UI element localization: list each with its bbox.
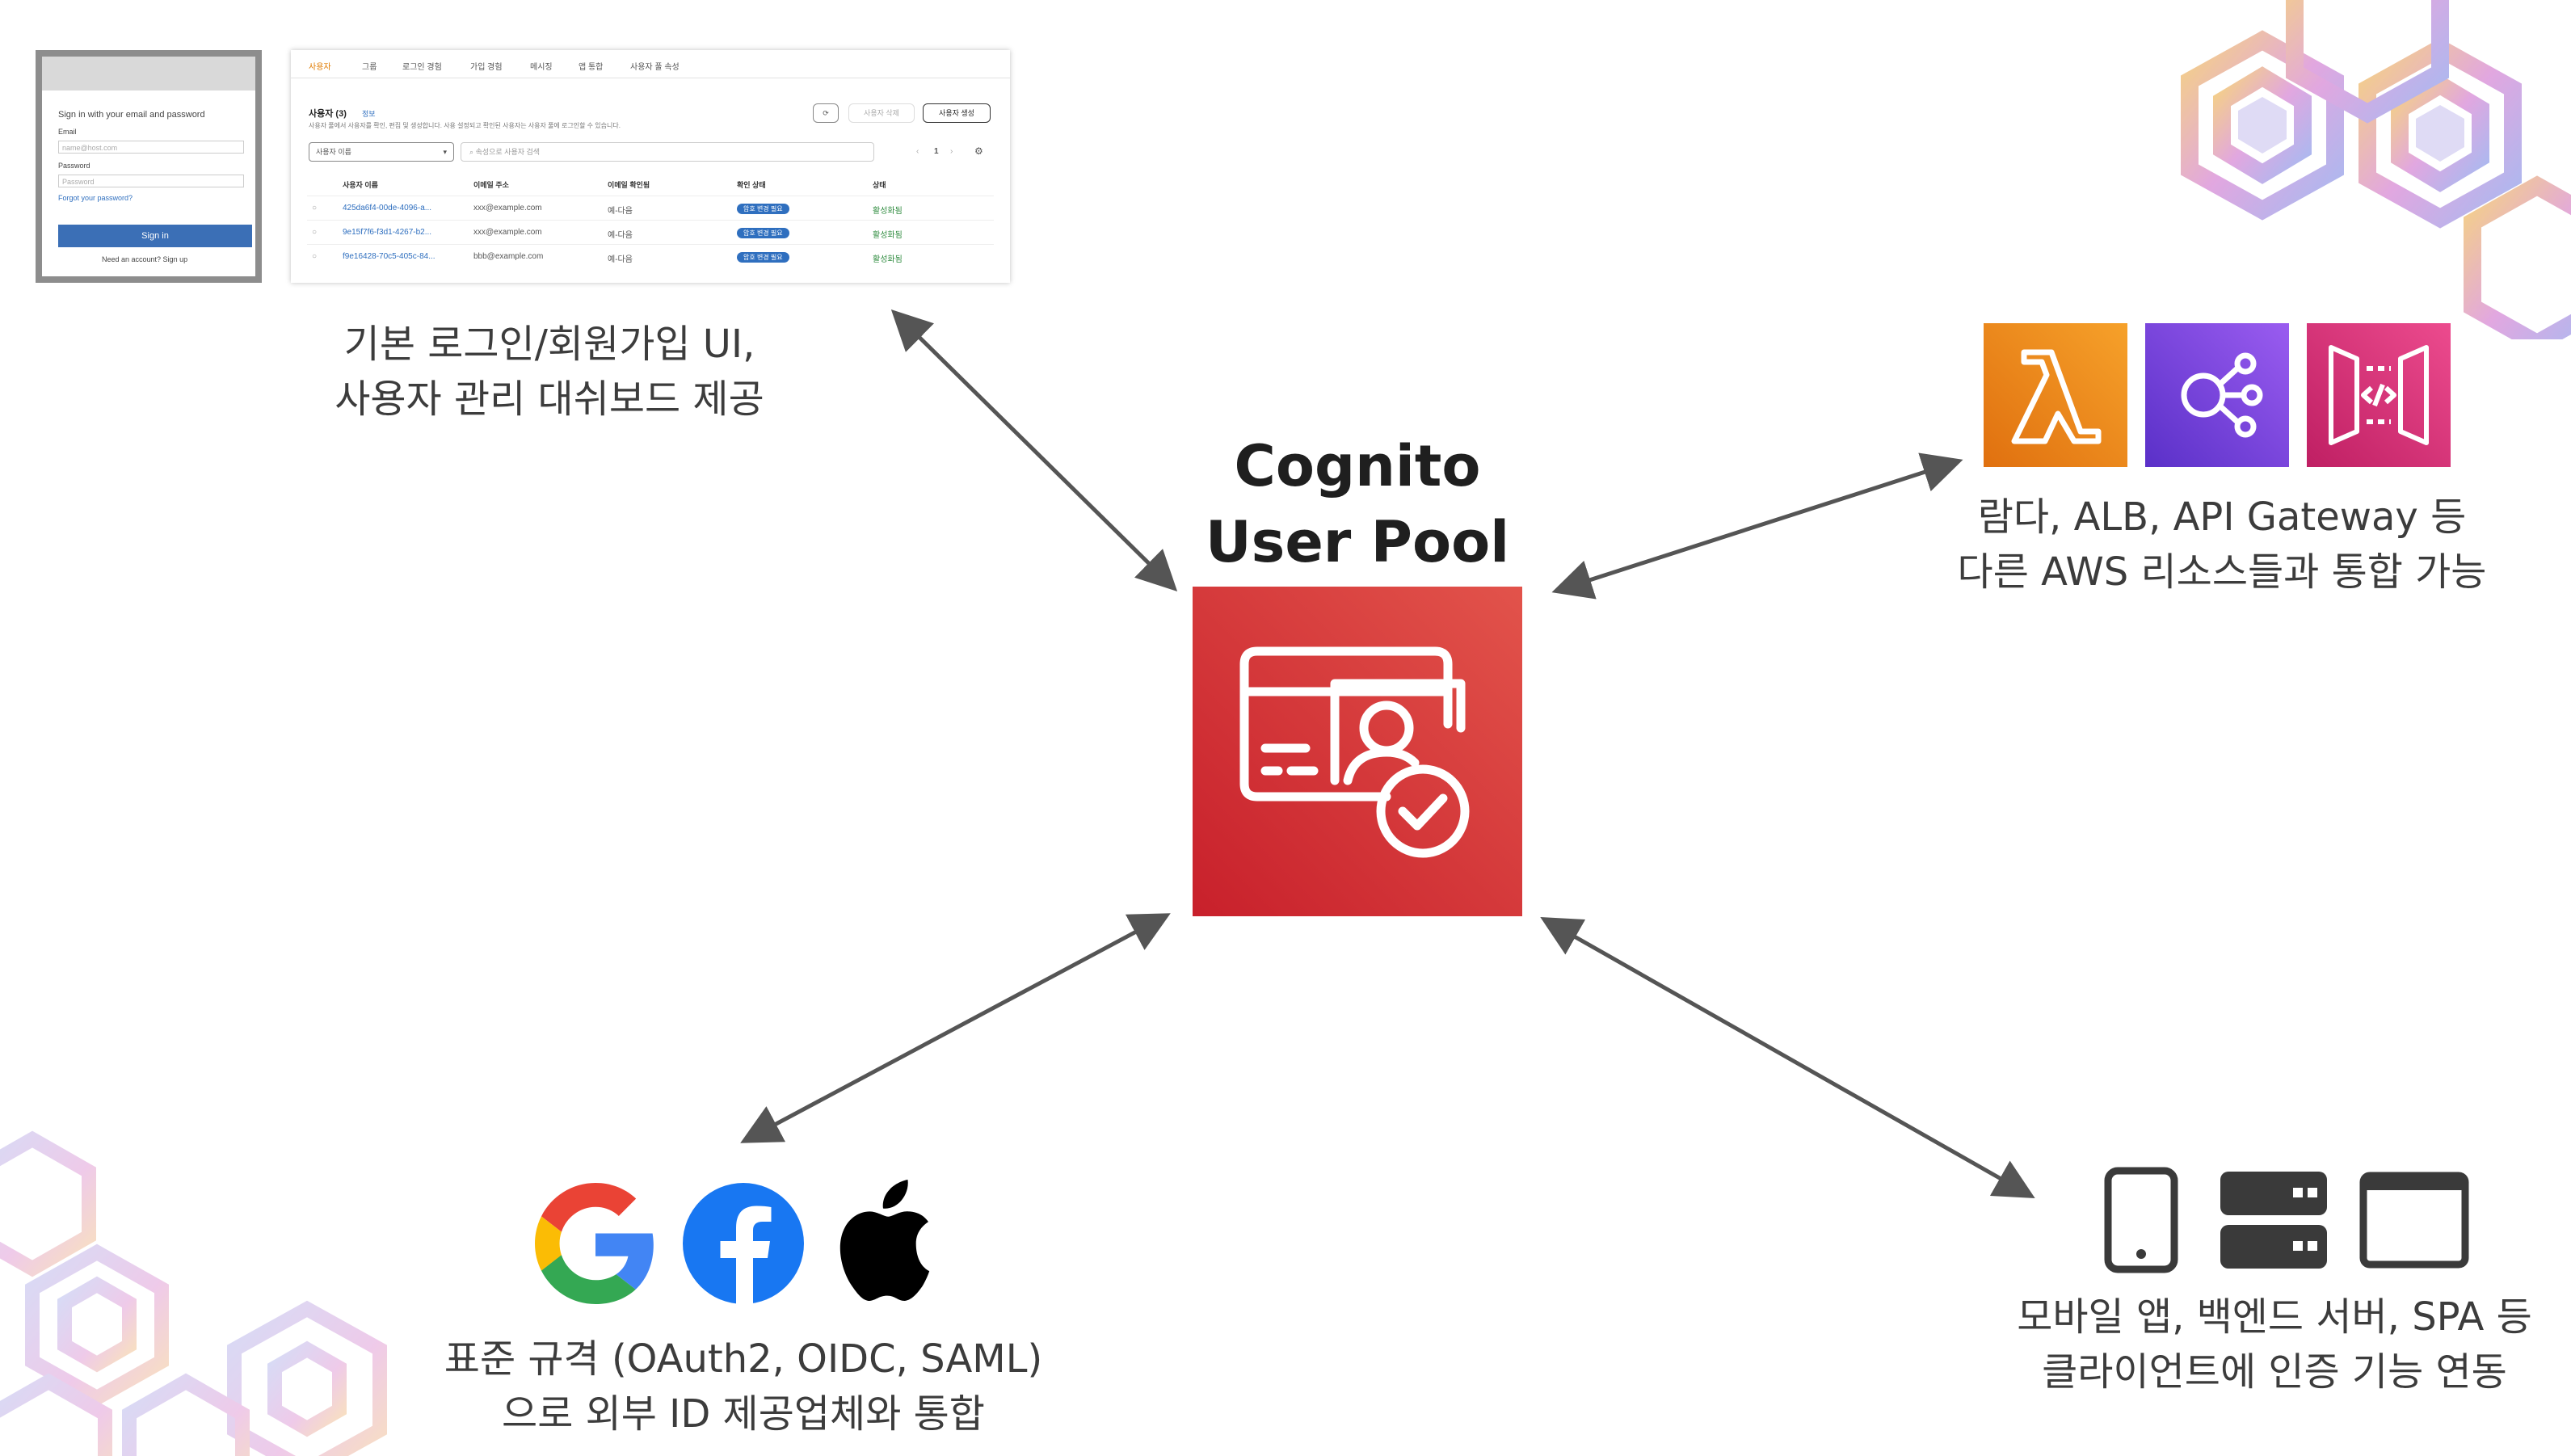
tab-users[interactable]: 사용자 <box>309 63 331 72</box>
row-status: 활성화됨 <box>873 255 903 264</box>
caption-hosted-ui-line2: 사용자 관리 대쉬보드 제공 <box>335 377 764 422</box>
col-username: 사용자 이름 <box>343 181 378 189</box>
row-verified: 예-다음 <box>608 255 633 264</box>
tab-app-integration[interactable]: 앱 통합 <box>579 63 604 72</box>
api-gateway-icon <box>2307 323 2451 467</box>
mobile-icon <box>2104 1167 2178 1273</box>
login-heading: Sign in with your email and password <box>58 110 205 120</box>
email-label: Email <box>58 128 77 136</box>
caption-aws-integration: 람다, ALB, API Gateway 등 다른 AWS 리소스들과 통합 가… <box>1923 490 2521 600</box>
tab-signup-experience[interactable]: 가입 경험 <box>470 63 503 72</box>
user-management-console: 사용자 그룹 로그인 경험 가입 경험 메시징 앱 통합 사용자 풀 속성 사용… <box>291 50 1010 283</box>
sign-in-button[interactable]: Sign in <box>58 225 252 247</box>
refresh-button[interactable]: ⟳ <box>813 103 839 123</box>
browser-icon <box>2359 1172 2469 1269</box>
table-row[interactable]: ○ 425da6f4-00de-4096-a... xxx@example.co… <box>307 197 994 221</box>
tab-groups[interactable]: 그룹 <box>362 63 377 72</box>
cognito-title-line1: Cognito <box>1234 433 1481 499</box>
cognito-title-line2: User Pool <box>1205 509 1510 575</box>
row-status: 활성화됨 <box>873 207 903 216</box>
caption-client-integration-line2: 클라이언트에 인증 기능 연동 <box>2042 1349 2507 1395</box>
info-link[interactable]: 정보 <box>362 110 376 118</box>
users-description: 사용자 풀에서 사용자를 확인, 편집 및 생성합니다. 사용 설정되고 확인된… <box>309 122 621 129</box>
tab-signin-experience[interactable]: 로그인 경험 <box>402 63 442 72</box>
col-confirm-status: 확인 상태 <box>737 181 766 189</box>
caption-aws-integration-line1: 람다, ALB, API Gateway 등 <box>1977 494 2467 540</box>
facebook-icon <box>683 1183 804 1304</box>
row-verified: 예-다음 <box>608 207 633 216</box>
chevron-down-icon: ▾ <box>443 148 447 156</box>
apple-icon <box>839 1180 930 1301</box>
server-icon <box>2220 1172 2327 1269</box>
row-radio[interactable]: ○ <box>312 252 318 261</box>
row-radio[interactable]: ○ <box>312 204 318 213</box>
row-confirm-badge: 암호 변경 필요 <box>737 252 789 263</box>
lambda-icon <box>1984 323 2127 467</box>
eventbridge-icon <box>2145 323 2289 467</box>
table-row[interactable]: ○ 9e15f7f6-f3d1-4267-b2... xxx@example.c… <box>307 221 994 245</box>
col-email: 이메일 주소 <box>473 181 509 189</box>
settings-gear-icon[interactable]: ⚙ <box>974 145 983 157</box>
row-verified: 예-다음 <box>608 231 633 240</box>
row-status: 활성화됨 <box>873 231 903 240</box>
tab-messaging[interactable]: 메시징 <box>530 63 553 72</box>
row-email: bbb@example.com <box>473 252 544 261</box>
password-label: Password <box>58 162 90 170</box>
sign-up-link[interactable]: Need an account? Sign up <box>102 255 188 263</box>
login-header-bar <box>42 57 255 90</box>
table-row[interactable]: ○ f9e16428-70c5-405c-84... bbb@example.c… <box>307 246 994 268</box>
search-icon: ⌕ <box>469 148 474 156</box>
arrow-top-left <box>890 309 1178 592</box>
tab-user-pool-properties[interactable]: 사용자 풀 속성 <box>630 63 680 72</box>
col-email-verified: 이메일 확인됨 <box>608 181 650 189</box>
email-field[interactable]: name@host.com <box>58 141 244 154</box>
row-radio[interactable]: ○ <box>312 228 318 237</box>
caption-hosted-ui: 기본 로그인/회원가입 UI, 사용자 관리 대쉬보드 제공 <box>283 317 816 427</box>
cognito-title: Cognito User Pool <box>1155 428 1559 580</box>
caption-external-idp-line1: 표준 규격 (OAuth2, OIDC, SAML) <box>444 1336 1043 1382</box>
caption-external-idp-line2: 으로 외부 ID 제공업체와 통합 <box>502 1391 985 1437</box>
row-email: xxx@example.com <box>473 228 542 237</box>
search-placeholder: 속성으로 사용자 검색 <box>475 148 541 156</box>
password-field[interactable]: Password <box>58 175 244 187</box>
cognito-user-pool-icon <box>1193 587 1522 916</box>
caption-hosted-ui-line1: 기본 로그인/회원가입 UI, <box>343 322 755 367</box>
row-username[interactable]: f9e16428-70c5-405c-84... <box>343 252 436 261</box>
google-icon <box>535 1183 654 1304</box>
row-confirm-badge: 암호 변경 필요 <box>737 228 789 238</box>
arrow-bottom-right <box>1540 917 2035 1198</box>
row-email: xxx@example.com <box>473 204 542 213</box>
delete-user-button[interactable]: 사용자 삭제 <box>848 103 915 123</box>
next-page-icon[interactable]: › <box>950 147 953 156</box>
arrow-top-right <box>1551 452 1963 600</box>
col-status: 상태 <box>873 181 886 189</box>
caption-client-integration: 모바일 앱, 백엔드 서버, SPA 등 클라이언트에 인증 기능 연동 <box>1980 1290 2569 1399</box>
decor-hexagons-bottom-left <box>0 1130 387 1456</box>
caption-aws-integration-line2: 다른 AWS 리소스들과 통합 가능 <box>1957 549 2487 595</box>
caption-client-integration-line1: 모바일 앱, 백엔드 서버, SPA 등 <box>2017 1294 2532 1340</box>
filter-select-value: 사용자 이름 <box>316 148 351 156</box>
hosted-login-ui: Sign in with your email and password Ema… <box>36 50 262 283</box>
console-tabs: 사용자 그룹 로그인 경험 가입 경험 메시징 앱 통합 사용자 풀 속성 <box>291 50 1010 78</box>
caption-external-idp: 표준 규격 (OAuth2, OIDC, SAML) 으로 외부 ID 제공업체… <box>436 1332 1050 1441</box>
users-title: 사용자 (3) <box>309 109 347 119</box>
row-username[interactable]: 9e15f7f6-f3d1-4267-b2... <box>343 228 432 237</box>
search-input[interactable]: ⌕ 속성으로 사용자 검색 <box>461 142 874 162</box>
create-user-button[interactable]: 사용자 생성 <box>923 103 991 123</box>
row-username[interactable]: 425da6f4-00de-4096-a... <box>343 204 432 213</box>
filter-select[interactable]: 사용자 이름 ▾ <box>309 142 454 162</box>
forgot-password-link[interactable]: Forgot your password? <box>58 194 133 202</box>
row-confirm-badge: 암호 변경 필요 <box>737 204 789 214</box>
table-header: 사용자 이름 이메일 주소 이메일 확인됨 확인 상태 상태 <box>307 173 994 196</box>
prev-page-icon[interactable]: ‹ <box>916 147 919 156</box>
arrow-bottom-left <box>740 913 1171 1143</box>
page-number[interactable]: 1 <box>934 147 939 156</box>
decor-hexagons-top-right <box>2181 0 2571 339</box>
